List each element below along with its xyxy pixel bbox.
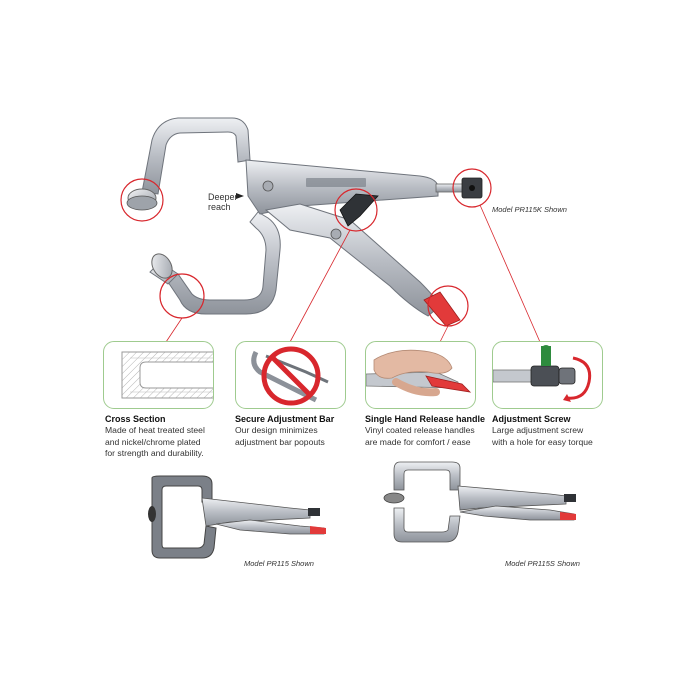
panel-cross-section [103, 341, 214, 409]
release-lever [339, 193, 379, 227]
feature-title-cross-section: Cross Section [105, 414, 166, 424]
feature-title-adjustment-bar: Secure Adjustment Bar [235, 414, 335, 424]
upper-c-arm [141, 117, 251, 195]
rotation-arrow-icon [566, 356, 592, 400]
upper-swivel-pad [126, 188, 158, 211]
adjustment-bar-graphic [251, 346, 329, 406]
model-label-right: Model PR115S Shown [505, 559, 580, 568]
feature-desc-release-handle: Vinyl coated release handles are made fo… [365, 425, 475, 447]
prohibited-icon [261, 346, 321, 406]
feature-desc-adjustment-screw: Large adjustment screw with a hole for e… [492, 425, 593, 447]
clamp-pr115-illustration [148, 475, 326, 559]
lower-swivel-pad [151, 253, 173, 279]
clamp-pr115s-illustration [383, 461, 576, 543]
callout-lines [165, 204, 541, 343]
hand-graphic [373, 349, 453, 379]
cross-section-graphic [121, 351, 213, 399]
model-label-main: Model PR115K Shown [492, 205, 567, 214]
feature-desc-adjustment-bar: Our design minimizes adjustment bar popo… [235, 425, 325, 447]
red-handle-tip [423, 291, 461, 327]
panel-release-handle [365, 341, 476, 409]
panel-adjustment-bar [235, 341, 346, 409]
model-label-left: Model PR115 Shown [244, 559, 314, 568]
deeper-reach-arrow [236, 193, 244, 199]
feature-desc-cross-section: Made of heat treated steel and nickel/ch… [105, 425, 205, 458]
release-handle-graphic [366, 349, 472, 397]
lower-c-arm [167, 211, 281, 315]
feature-title-adjustment-screw: Adjustment Screw [492, 414, 571, 424]
adjustment-screw-graphic [493, 345, 592, 402]
deeper-reach-label: Deeper reach [208, 192, 238, 212]
panel-adjustment-screw [492, 341, 603, 409]
feature-title-release-handle: Single Hand Release handle [365, 414, 486, 424]
